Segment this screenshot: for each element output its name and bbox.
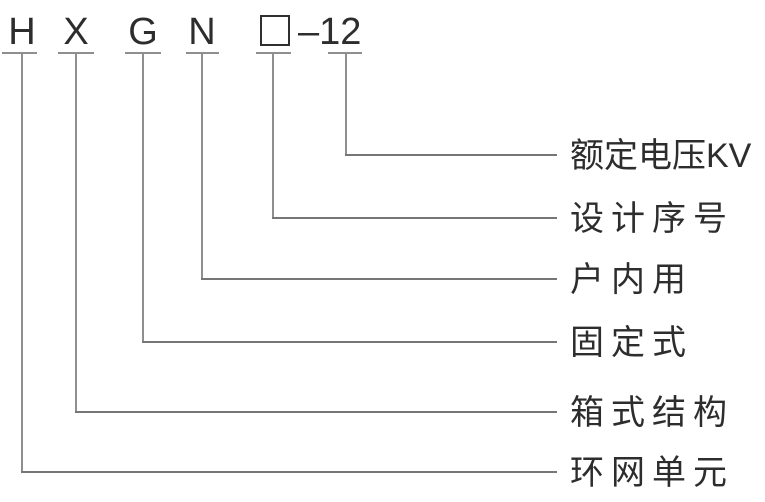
tick-bar-h: [2, 52, 37, 54]
legend-label-ring-main-unit: 环网单元: [570, 454, 734, 492]
legend-connector-line: [345, 154, 557, 156]
legend-connector-line: [75, 411, 557, 413]
legend-label-box-structure: 箱式结构: [570, 394, 734, 432]
code-letter-n: N: [188, 11, 216, 53]
legend-label-design-number: 设计序号: [570, 200, 734, 238]
connector-vertical-12: [345, 53, 347, 156]
legend-connector-line: [21, 471, 557, 473]
legend-connector-line: [201, 278, 557, 280]
code-letter-x: X: [63, 11, 89, 53]
connector-vertical-box: [272, 53, 274, 219]
code-letter-g: G: [128, 11, 158, 53]
connector-vertical-x: [75, 53, 77, 413]
connector-vertical-n: [201, 53, 203, 280]
connector-vertical-g: [142, 53, 144, 343]
code-suffix-voltage: –12: [298, 11, 362, 53]
legend-connector-line: [272, 217, 557, 219]
legend-label-fixed-type: 固定式: [570, 324, 693, 362]
legend-label-rated-voltage: 额定电压KV: [570, 137, 752, 175]
code-letter-h: H: [8, 11, 36, 53]
legend-label-indoor-use: 户内用: [570, 261, 693, 299]
connector-vertical-h: [21, 53, 23, 473]
placeholder-box-icon: [260, 15, 290, 46]
legend-connector-line: [142, 341, 557, 343]
